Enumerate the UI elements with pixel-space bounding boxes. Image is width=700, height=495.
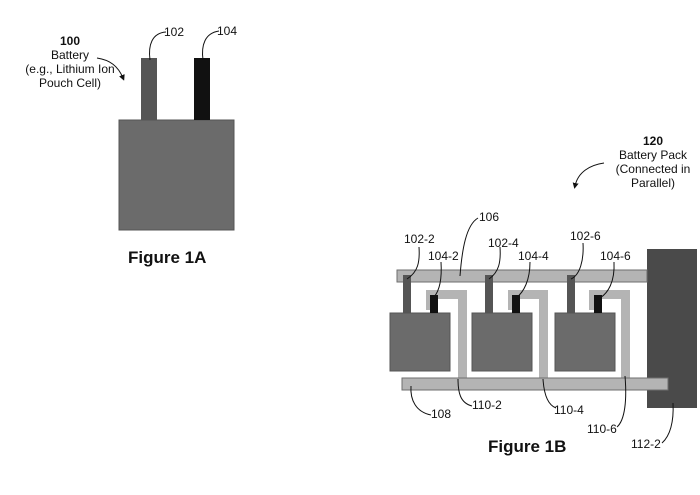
label-104-6: 104-6	[600, 249, 631, 263]
pack-desc-1: (Connected in	[615, 162, 691, 176]
leader-102-4	[488, 246, 501, 280]
arrow-120	[572, 162, 605, 189]
label-102: 102	[164, 25, 185, 39]
tab-102	[141, 58, 157, 120]
label-108: 108	[431, 407, 452, 421]
tab-104	[194, 58, 210, 120]
pack-ref: 120	[642, 134, 664, 148]
label-110-2: 110-2	[472, 398, 502, 412]
battery-100-label: 100 Battery (e.g., Lithium Ion Pouch Cel…	[20, 34, 120, 90]
connector-110-6	[589, 290, 630, 378]
battery-100-body	[118, 119, 235, 231]
busbar-108	[401, 377, 669, 391]
tab-102-6	[567, 275, 575, 313]
label-104-2: 104-2	[428, 249, 459, 263]
label-102-6: 102-6	[570, 229, 601, 243]
label-106: 106	[479, 210, 500, 224]
leader-104-4	[515, 261, 531, 299]
pack-desc-2: Parallel)	[630, 176, 675, 190]
tab-104-2	[430, 295, 438, 313]
figure-1b-caption: Figure 1B	[488, 437, 567, 456]
leader-108	[410, 385, 432, 416]
battery-desc-2: Pouch Cell)	[38, 76, 102, 90]
leader-104-2	[433, 261, 442, 298]
leader-106	[459, 217, 479, 277]
tab-102-4	[485, 275, 493, 313]
cell-2-body	[471, 312, 533, 372]
tab-104-4	[512, 295, 520, 313]
leader-112-2	[661, 402, 674, 444]
arrow-100	[96, 57, 125, 81]
cell-1-body	[389, 312, 451, 372]
leader-104-6	[599, 261, 615, 299]
pack-120-label: 120 Battery Pack (Connected in Parallel)	[603, 134, 700, 190]
figure-1a-caption: Figure 1A	[128, 248, 207, 267]
leader-110-6	[616, 375, 627, 428]
label-110-6: 110-6	[587, 422, 617, 436]
label-110-4: 110-4	[554, 403, 584, 417]
label-104: 104	[217, 24, 238, 38]
tab-104-6	[594, 295, 602, 313]
pack-name: Battery Pack	[618, 148, 688, 162]
leader-102	[149, 31, 167, 61]
leader-110-2	[457, 378, 473, 407]
leader-110-4	[542, 378, 557, 409]
tab-102-2	[403, 275, 411, 313]
label-112-2: 112-2	[631, 437, 661, 451]
leader-102-2	[406, 246, 420, 280]
label-102-2: 102-2	[404, 232, 435, 246]
label-102-4: 102-4	[488, 236, 519, 250]
label-104-4: 104-4	[518, 249, 549, 263]
leader-104	[202, 30, 220, 61]
figure-1b-pack	[389, 162, 697, 444]
cell-3-body	[554, 312, 616, 372]
battery-desc-1: (e.g., Lithium Ion	[25, 62, 115, 76]
battery-ref: 100	[59, 34, 81, 48]
figure-1a-battery	[96, 30, 235, 231]
busbar-106	[396, 269, 648, 283]
battery-name: Battery	[50, 48, 89, 62]
leader-102-6	[570, 242, 584, 280]
